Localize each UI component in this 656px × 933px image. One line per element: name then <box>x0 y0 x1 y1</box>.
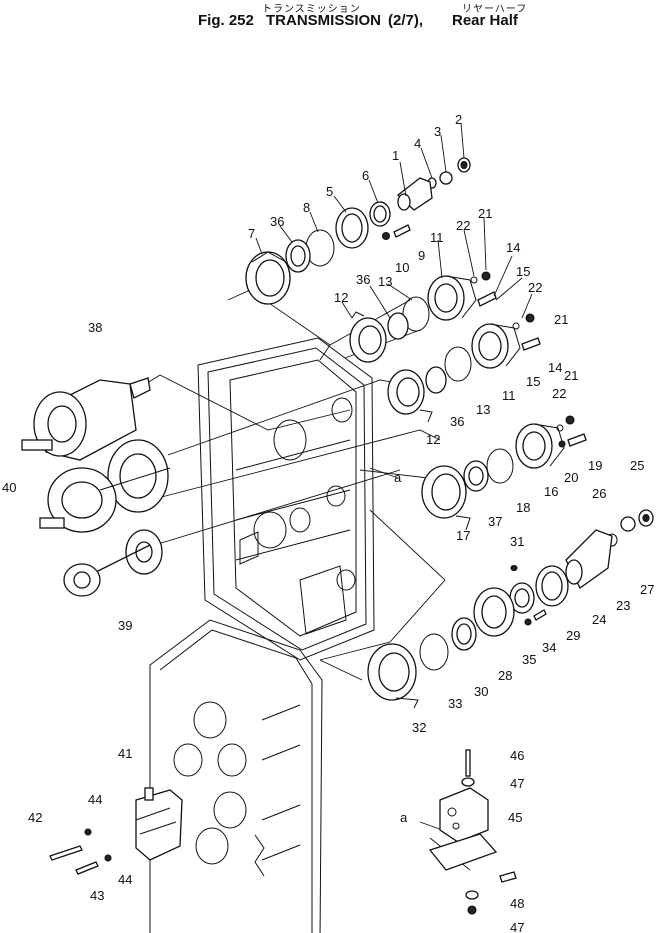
part-label: 46 <box>510 748 524 763</box>
part-label: 9 <box>418 248 425 263</box>
part-label: 36 <box>450 414 464 429</box>
part-label: 19 <box>588 458 602 473</box>
part-label: 11 <box>502 388 516 403</box>
part-label: 30 <box>474 684 488 699</box>
part-label: 3 <box>434 124 441 139</box>
part-label: 8 <box>303 200 310 215</box>
part-label: 37 <box>488 514 502 529</box>
part-label: 42 <box>28 810 42 825</box>
part-label: 1 <box>392 148 399 163</box>
figure-number: Fig. 252 <box>198 12 254 29</box>
part-label: 26 <box>592 486 606 501</box>
part-label: 7 <box>248 226 255 241</box>
part-label: 40 <box>2 480 16 495</box>
part-label: 17 <box>456 528 470 543</box>
part-label: 14 <box>548 360 562 375</box>
part-label: 12 <box>426 432 440 447</box>
part-label: 44 <box>88 792 102 807</box>
part-label: 47 <box>510 776 524 791</box>
clutch-assembly-bottom <box>367 587 515 709</box>
part-label: 43 <box>90 888 104 903</box>
transmission-case <box>197 337 375 661</box>
part-label: 36 <box>356 272 370 287</box>
figure-sheet: (2/7), <box>388 12 424 29</box>
leader-lines <box>255 122 533 319</box>
part-label: 47 <box>510 920 524 933</box>
clutch-assembly-upper <box>349 271 541 423</box>
reference-mark-a-upper: a <box>394 470 402 485</box>
part-label: 34 <box>542 640 556 655</box>
part-label: 35 <box>522 652 536 667</box>
part-label: 22 <box>552 386 566 401</box>
reference-mark-a-lower: a <box>400 810 408 825</box>
part-label: 28 <box>498 668 512 683</box>
part-label: 32 <box>412 720 426 735</box>
part-label: 16 <box>544 484 558 499</box>
part-label: 38 <box>88 320 102 335</box>
part-label: 36 <box>270 214 284 229</box>
part-label: 13 <box>378 274 392 289</box>
part-label: 39 <box>118 618 132 633</box>
part-label: 12 <box>334 290 348 305</box>
gear-shaft-assemblies <box>21 377 171 597</box>
part-label: 31 <box>510 534 524 549</box>
part-label: 27 <box>640 582 654 597</box>
part-label: 5 <box>326 184 333 199</box>
part-label: 41 <box>118 746 132 761</box>
part-label: 10 <box>395 260 409 275</box>
figure-name: TRANSMISSION <box>266 12 382 29</box>
part-label: 13 <box>476 402 490 417</box>
part-label: 15 <box>516 264 530 279</box>
part-label: 25 <box>630 458 644 473</box>
part-label: 33 <box>448 696 462 711</box>
part-number-labels: 1 2 3 4 5 6 7 8 9 10 11 11 12 12 13 13 1… <box>2 112 654 933</box>
part-label: 20 <box>564 470 578 485</box>
output-flange-assembly <box>245 157 471 305</box>
part-label: 23 <box>616 598 630 613</box>
part-label: 29 <box>566 628 580 643</box>
part-label: 44 <box>118 872 132 887</box>
figure-subtitle: Rear Half <box>452 12 518 29</box>
figure-title: トランスミッション リヤーハーフ Fig. 252 TRANSMISSION (… <box>0 0 656 40</box>
part-label: 45 <box>508 810 522 825</box>
part-label: 21 <box>478 206 492 221</box>
case-cover <box>149 619 323 933</box>
part-label: 48 <box>510 896 524 911</box>
part-label: 4 <box>414 136 421 151</box>
clutch-assembly-lower <box>421 415 587 531</box>
part-label: 15 <box>526 374 540 389</box>
part-label: 2 <box>455 112 462 127</box>
part-label: 21 <box>554 312 568 327</box>
part-label: 14 <box>506 240 520 255</box>
part-label: 24 <box>592 612 606 627</box>
title-katakana-sub: リヤーハーフ <box>462 4 528 15</box>
output-shaft-assembly <box>509 509 654 626</box>
part-label: 22 <box>528 280 542 295</box>
part-label: 22 <box>456 218 470 233</box>
title-katakana-main: トランスミッション <box>262 4 361 15</box>
part-label: 21 <box>564 368 578 383</box>
part-label: 6 <box>362 168 369 183</box>
valve-assemblies <box>49 749 517 915</box>
part-label: 18 <box>516 500 530 515</box>
part-label: 11 <box>430 230 444 245</box>
